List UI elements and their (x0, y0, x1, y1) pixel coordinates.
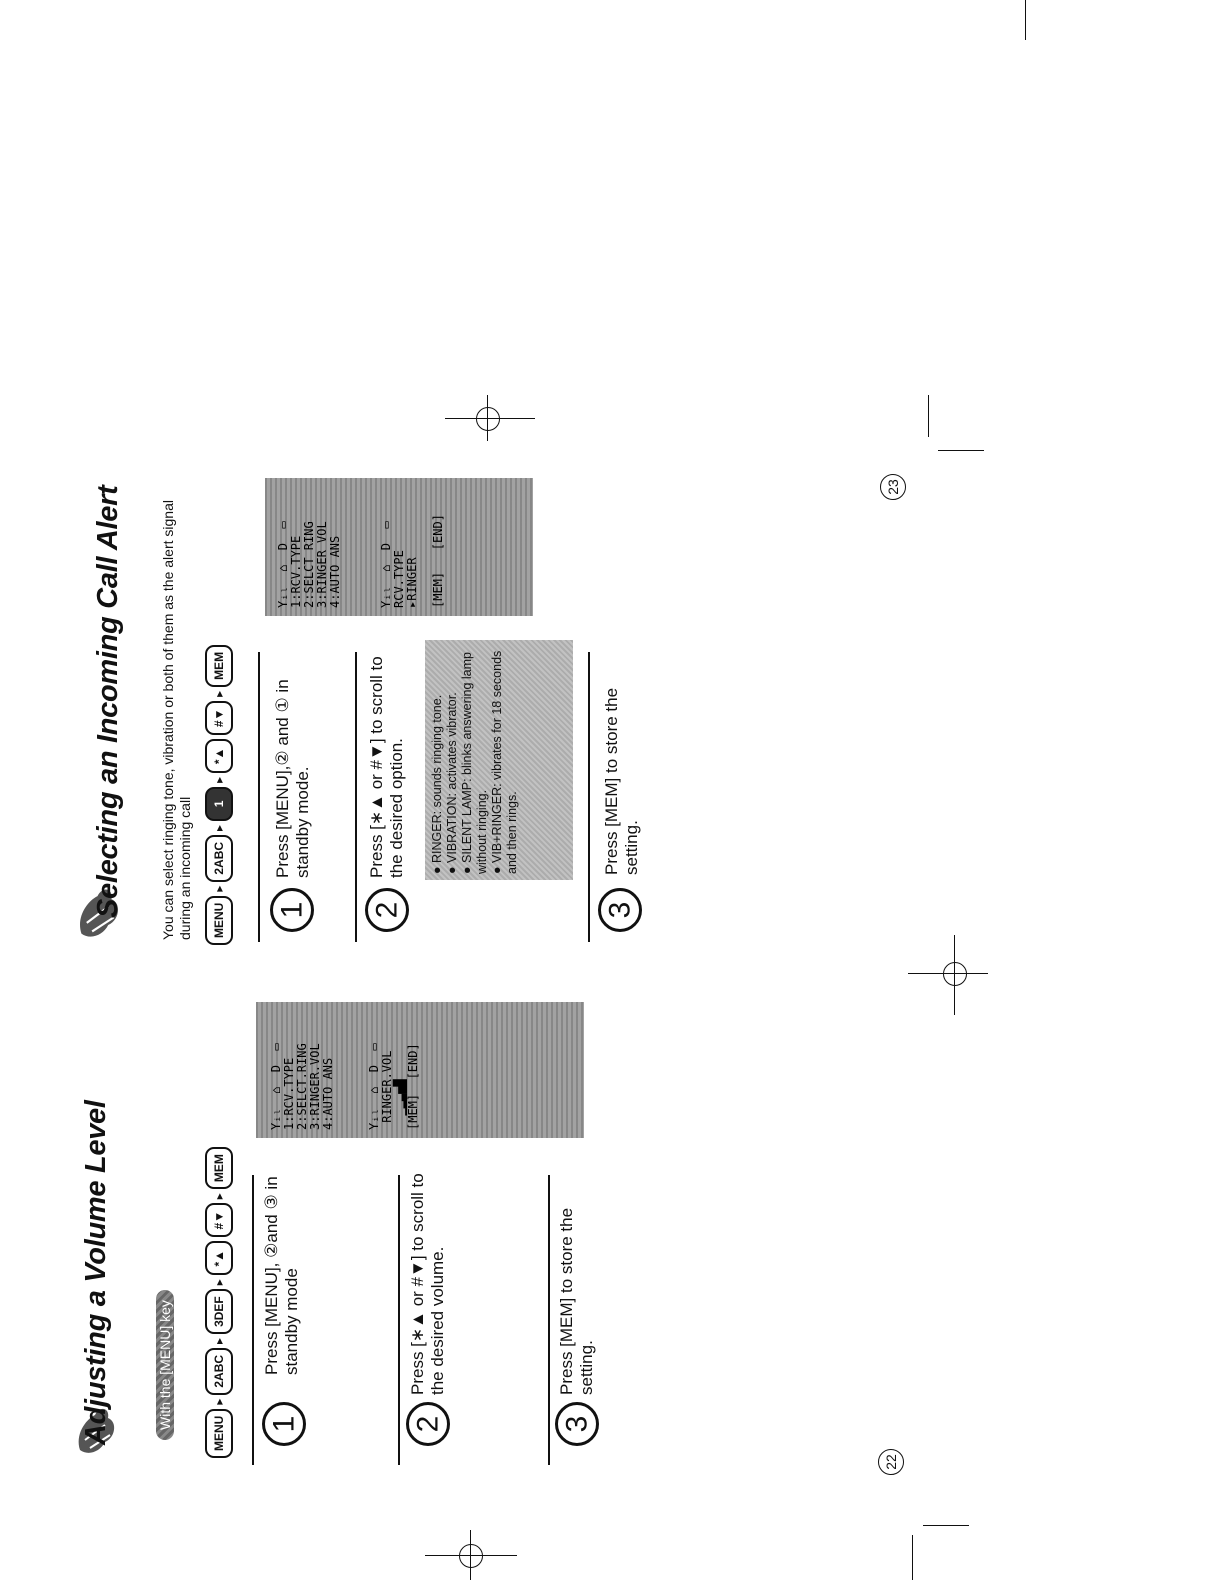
phone-display-panel: Yᵢₗ ⌂ D ▭ 1:RCV.TYPE 2:SELCT.RING 3:RING… (256, 1002, 584, 1138)
step-1-text: Press [MENU],② and ① in standby mode. (273, 679, 312, 878)
note-vib-ringer: VIB+RINGER: vibrates for 18 seconds and … (490, 646, 520, 874)
step-divider (355, 652, 357, 942)
step-divider (588, 652, 590, 942)
step-number-1: 1 (270, 888, 314, 932)
crop-mark (928, 395, 929, 437)
mascot-icon (80, 889, 119, 937)
mem-key-icon: MEM (205, 644, 233, 687)
note-silent-lamp: SILENT LAMP: blinks answering lamp witho… (460, 646, 490, 874)
crop-mark (912, 1535, 913, 1580)
note-ringer: RINGER: sounds ringing tone. (430, 646, 445, 874)
key-hash-down-icon: #▼ (205, 1203, 233, 1238)
step-divider (252, 1175, 254, 1465)
step-number-1: 1 (262, 1402, 306, 1446)
step-2-text: Press [∗▲ or #▼] to scroll to the desire… (408, 1173, 447, 1395)
registration-mark (440, 395, 540, 445)
mascot-icon (78, 1408, 115, 1453)
step-1-text: Press [MENU], ②and ③ in standby mode (262, 1176, 301, 1375)
page-number: 23 (880, 474, 906, 500)
left-key-sequence: MENU▸ 2ABC▸ 3DEF▸ *▲ #▼▸ MEM (205, 1147, 233, 1458)
alert-options-note: RINGER: sounds ringing tone. VIBRATION: … (425, 640, 573, 880)
registration-mark (908, 935, 998, 1015)
step-number-3: 3 (598, 888, 642, 932)
step-2-text: Press [∗▲ or #▼] to scroll to the desire… (367, 656, 406, 878)
page-title-call-alert: Selecting an Incoming Call Alert (92, 485, 124, 918)
step-divider (258, 652, 260, 942)
crop-mark (1025, 0, 1026, 40)
crop-mark (938, 450, 984, 451)
note-vibration: VIBRATION: activates vibrator. (445, 646, 460, 874)
step-number-2: 2 (365, 888, 409, 932)
step-number-2: 2 (406, 1402, 450, 1446)
menu-key-icon: MENU (205, 895, 233, 945)
right-key-sequence: MENU▸ 2ABC▸ 1▸ *▲ #▼▸ MEM (205, 644, 233, 945)
display-volume-screen: Yᵢₗ ⌂ D ▭ RINGER.VOL ▁▂▃▅█ [MEM] [END] (367, 1043, 420, 1130)
phone-display-panel: Yᵢₗ ⌂ D ▭ 1:RCV.TYPE 2:SELCT RING 3:RING… (265, 478, 533, 616)
display-menu-screen: Yᵢₗ ⌂ D ▭ 1:RCV.TYPE 2:SELCT.RING 3:RING… (269, 1043, 335, 1130)
intro-text: You can select ringing tone, vibration o… (160, 500, 193, 940)
menu-key-icon: MENU (205, 1408, 233, 1458)
key-2abc-icon: 2ABC (205, 1347, 233, 1395)
step-number-3: 3 (555, 1402, 599, 1446)
registration-mark (425, 1500, 525, 1580)
step-3-text: Press [MEM] to store the setting. (557, 1207, 596, 1395)
alert-options-list: RINGER: sounds ringing tone. VIBRATION: … (430, 646, 520, 874)
crop-mark (923, 1525, 969, 1526)
step-divider (548, 1175, 550, 1465)
step-3-text: Press [MEM] to store the setting. (602, 687, 641, 875)
key-hash-down-icon: #▼ (205, 700, 233, 735)
menu-key-banner: With the [MENU] key (156, 1290, 174, 1440)
key-star-up-icon: *▲ (205, 738, 233, 773)
display-option-screen: Yᵢₗ ⌂ D ▭ RCV.TYPE ▸RINGER [MEM] [END] (379, 514, 445, 608)
display-menu-screen: Yᵢₗ ⌂ D ▭ 1:RCV.TYPE 2:SELCT RING 3:RING… (276, 521, 342, 608)
key-2abc-icon: 2ABC (205, 834, 233, 882)
step-divider (398, 1175, 400, 1465)
key-3def-icon: 3DEF (205, 1289, 233, 1334)
page-title-volume: Adjusting a Volume Level (80, 1100, 112, 1445)
key-star-up-icon: *▲ (205, 1241, 233, 1276)
key-1-icon: 1 (205, 786, 233, 821)
mem-key-icon: MEM (205, 1147, 233, 1190)
page-number: 22 (878, 1449, 904, 1475)
